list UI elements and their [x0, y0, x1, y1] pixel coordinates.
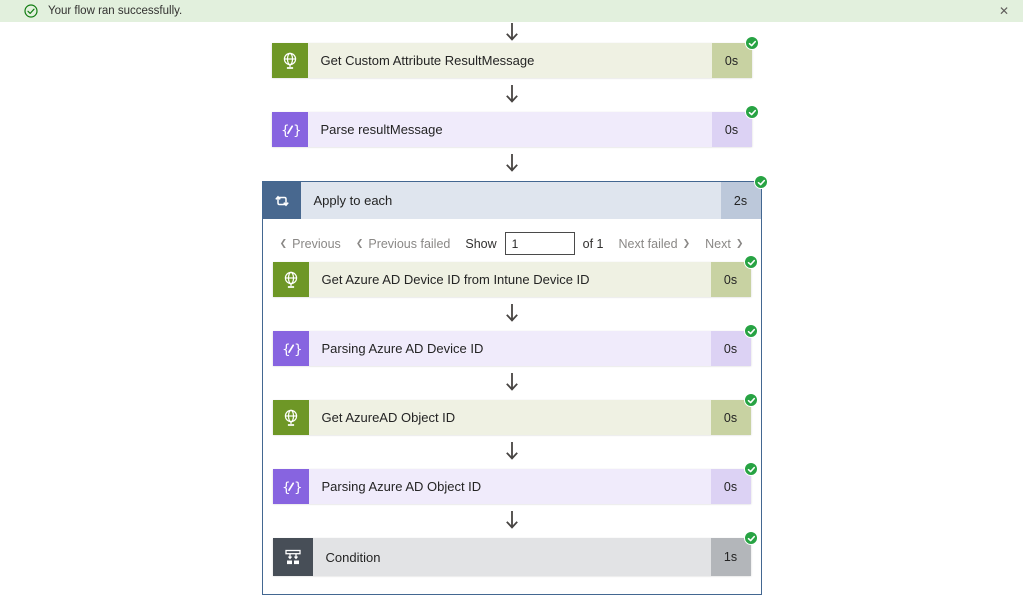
- action-card-parse-resultmessage[interactable]: Parse resultMessage 0s: [271, 105, 759, 147]
- scope-actions: Get Azure AD Device ID from Intune Devic…: [272, 255, 758, 576]
- action-duration: 1s: [710, 538, 751, 576]
- parse-json-icon: [272, 331, 309, 366]
- chevron-right-icon: ❯: [735, 238, 744, 248]
- flow-canvas: Get Custom Attribute ResultMessage 0s Pa…: [0, 22, 1023, 595]
- http-icon: [272, 262, 309, 297]
- apply-to-each-scope: Apply to each 2s ❮ Previous ❮ Previous f…: [261, 175, 768, 595]
- parse-json-icon: [271, 112, 308, 147]
- apply-to-each-icon: [262, 182, 301, 219]
- action-card-get-custom-attribute[interactable]: Get Custom Attribute ResultMessage 0s: [271, 36, 759, 78]
- previous-label: Previous: [292, 236, 341, 251]
- success-badge-icon: [743, 255, 758, 269]
- action-duration: 0s: [710, 469, 751, 504]
- next-button[interactable]: Next ❯: [705, 237, 743, 251]
- next-label: Next: [705, 236, 731, 251]
- banner-message: Your flow ran successfully.: [48, 5, 183, 17]
- scope-duration: 2s: [720, 182, 761, 219]
- action-title: Parsing Azure AD Object ID: [321, 479, 482, 494]
- action-title: Get Custom Attribute ResultMessage: [320, 53, 535, 68]
- of-label: of 1: [582, 236, 604, 251]
- success-badge-icon: [743, 393, 758, 407]
- arrow-down-icon: [505, 373, 518, 391]
- success-badge-icon: [743, 324, 758, 338]
- action-title: Parse resultMessage: [320, 122, 443, 137]
- page-number-input[interactable]: [504, 232, 575, 255]
- parse-json-icon: [272, 469, 309, 504]
- flow-success-icon: [24, 4, 38, 18]
- action-duration: 0s: [710, 331, 751, 366]
- show-group: Show of 1: [465, 232, 604, 255]
- action-title: Condition: [325, 549, 381, 565]
- success-badge-icon: [753, 175, 768, 189]
- action-card-parsing-azure-ad-object-id[interactable]: Parsing Azure AD Object ID 0s: [272, 462, 758, 504]
- chevron-right-icon: ❯: [682, 238, 691, 248]
- previous-failed-label: Previous failed: [368, 236, 451, 251]
- condition-icon: [272, 538, 313, 576]
- close-icon[interactable]: ✕: [998, 4, 1010, 18]
- action-card-get-azuread-object-id[interactable]: Get AzureAD Object ID 0s: [272, 393, 758, 435]
- action-duration: 0s: [710, 262, 751, 297]
- arrow-down-icon: [505, 511, 518, 529]
- chevron-left-icon: ❮: [355, 238, 364, 248]
- next-failed-button[interactable]: Next failed ❯: [619, 237, 691, 251]
- action-duration: 0s: [710, 400, 751, 435]
- success-banner: Your flow ran successfully. ✕: [0, 0, 1023, 22]
- action-title: Get Azure AD Device ID from Intune Devic…: [321, 272, 590, 287]
- action-card-condition[interactable]: Condition 1s: [272, 531, 758, 576]
- arrow-down-icon: [505, 23, 518, 41]
- success-badge-icon: [744, 36, 759, 50]
- arrow-down-icon: [505, 154, 518, 172]
- show-label: Show: [465, 236, 497, 251]
- http-icon: [271, 43, 308, 78]
- arrow-down-icon: [505, 304, 518, 322]
- previous-button[interactable]: ❮ Previous: [280, 237, 341, 251]
- action-card-get-azure-ad-device-id[interactable]: Get Azure AD Device ID from Intune Devic…: [272, 255, 758, 297]
- action-title: Parsing Azure AD Device ID: [321, 341, 484, 356]
- action-duration: 0s: [711, 112, 752, 147]
- apply-to-each-header[interactable]: Apply to each 2s: [262, 182, 761, 219]
- arrow-down-icon: [505, 442, 518, 460]
- success-badge-icon: [744, 105, 759, 119]
- http-icon: [272, 400, 309, 435]
- action-card-parsing-azure-ad-device-id[interactable]: Parsing Azure AD Device ID 0s: [272, 324, 758, 366]
- next-failed-label: Next failed: [618, 236, 678, 251]
- action-title: Get AzureAD Object ID: [321, 410, 456, 425]
- scope-title: Apply to each: [313, 193, 393, 208]
- chevron-left-icon: ❮: [279, 238, 288, 248]
- action-duration: 0s: [711, 43, 752, 78]
- success-badge-icon: [743, 462, 758, 476]
- success-badge-icon: [743, 531, 758, 545]
- arrow-down-icon: [505, 85, 518, 103]
- loop-pagination: ❮ Previous ❮ Previous failed Show of 1 N…: [280, 232, 743, 255]
- previous-failed-button[interactable]: ❮ Previous failed: [356, 237, 451, 251]
